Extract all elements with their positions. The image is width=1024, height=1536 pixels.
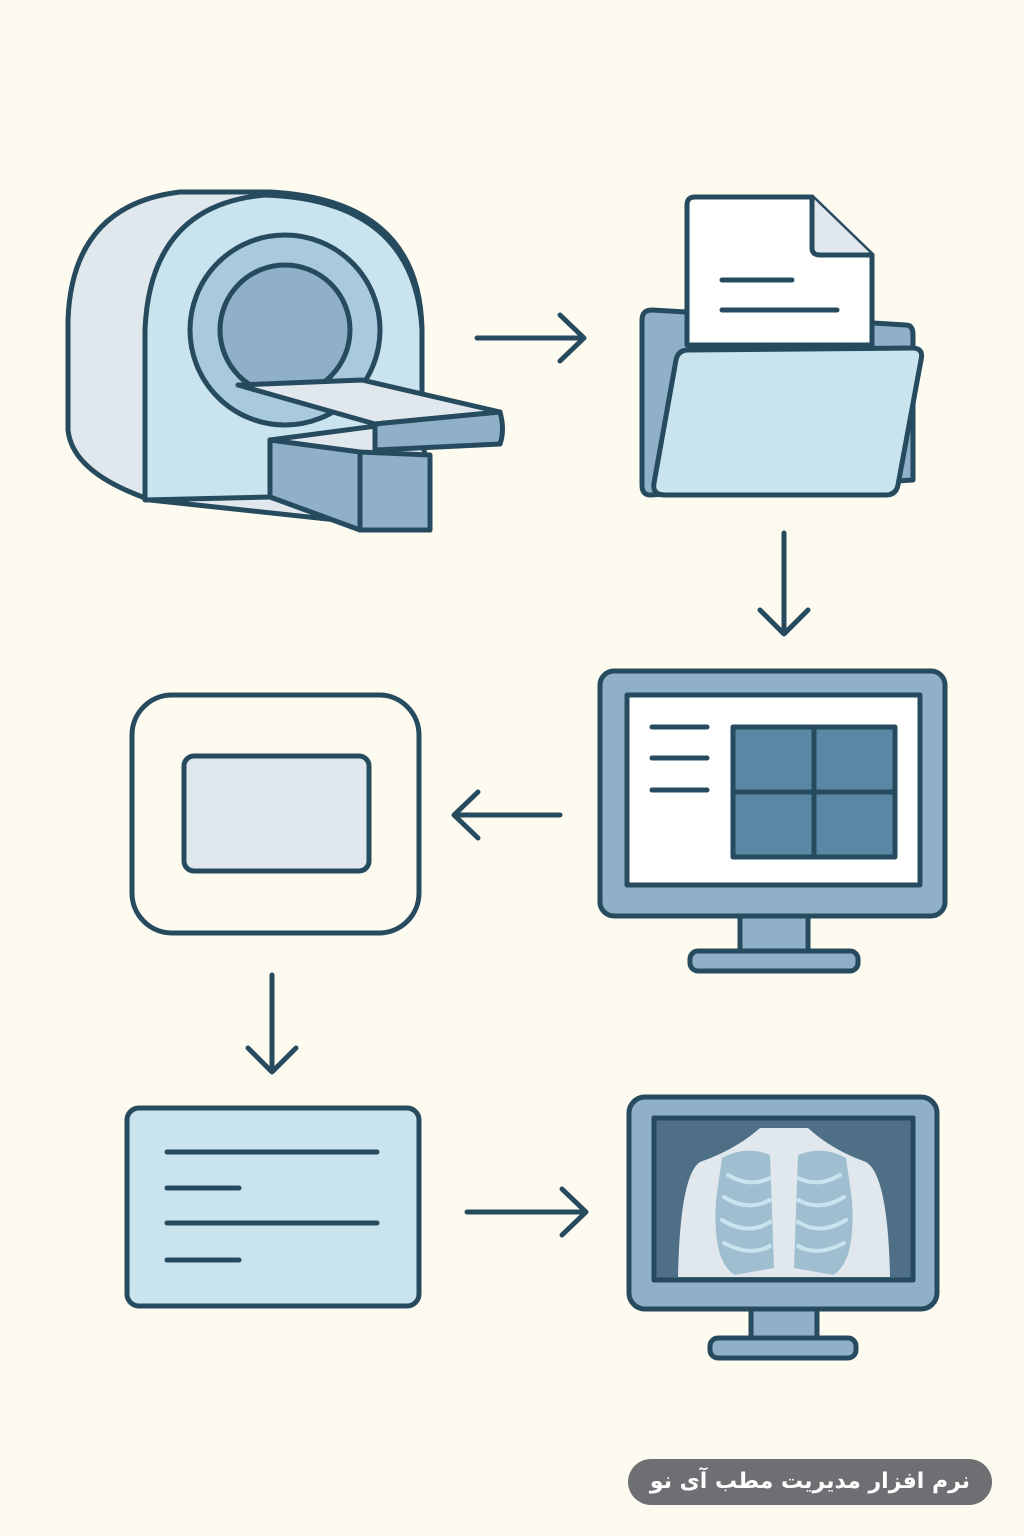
arrow-left-1 (451, 789, 563, 841)
arrow-down-2 (245, 972, 299, 1075)
arrow-down-1 (757, 530, 811, 637)
watermark-label: نرم افزار مدیریت مطب آی نو (628, 1459, 992, 1505)
mri-scanner-icon (65, 189, 505, 533)
arrow-right-2 (464, 1186, 589, 1238)
arrow-right-1 (474, 312, 587, 364)
folder-document-icon (639, 194, 925, 498)
monitor-grid-icon (597, 668, 948, 974)
chest-xray-monitor-icon (626, 1094, 940, 1361)
report-lines-icon (124, 1105, 422, 1309)
rounded-box-icon (129, 692, 422, 936)
